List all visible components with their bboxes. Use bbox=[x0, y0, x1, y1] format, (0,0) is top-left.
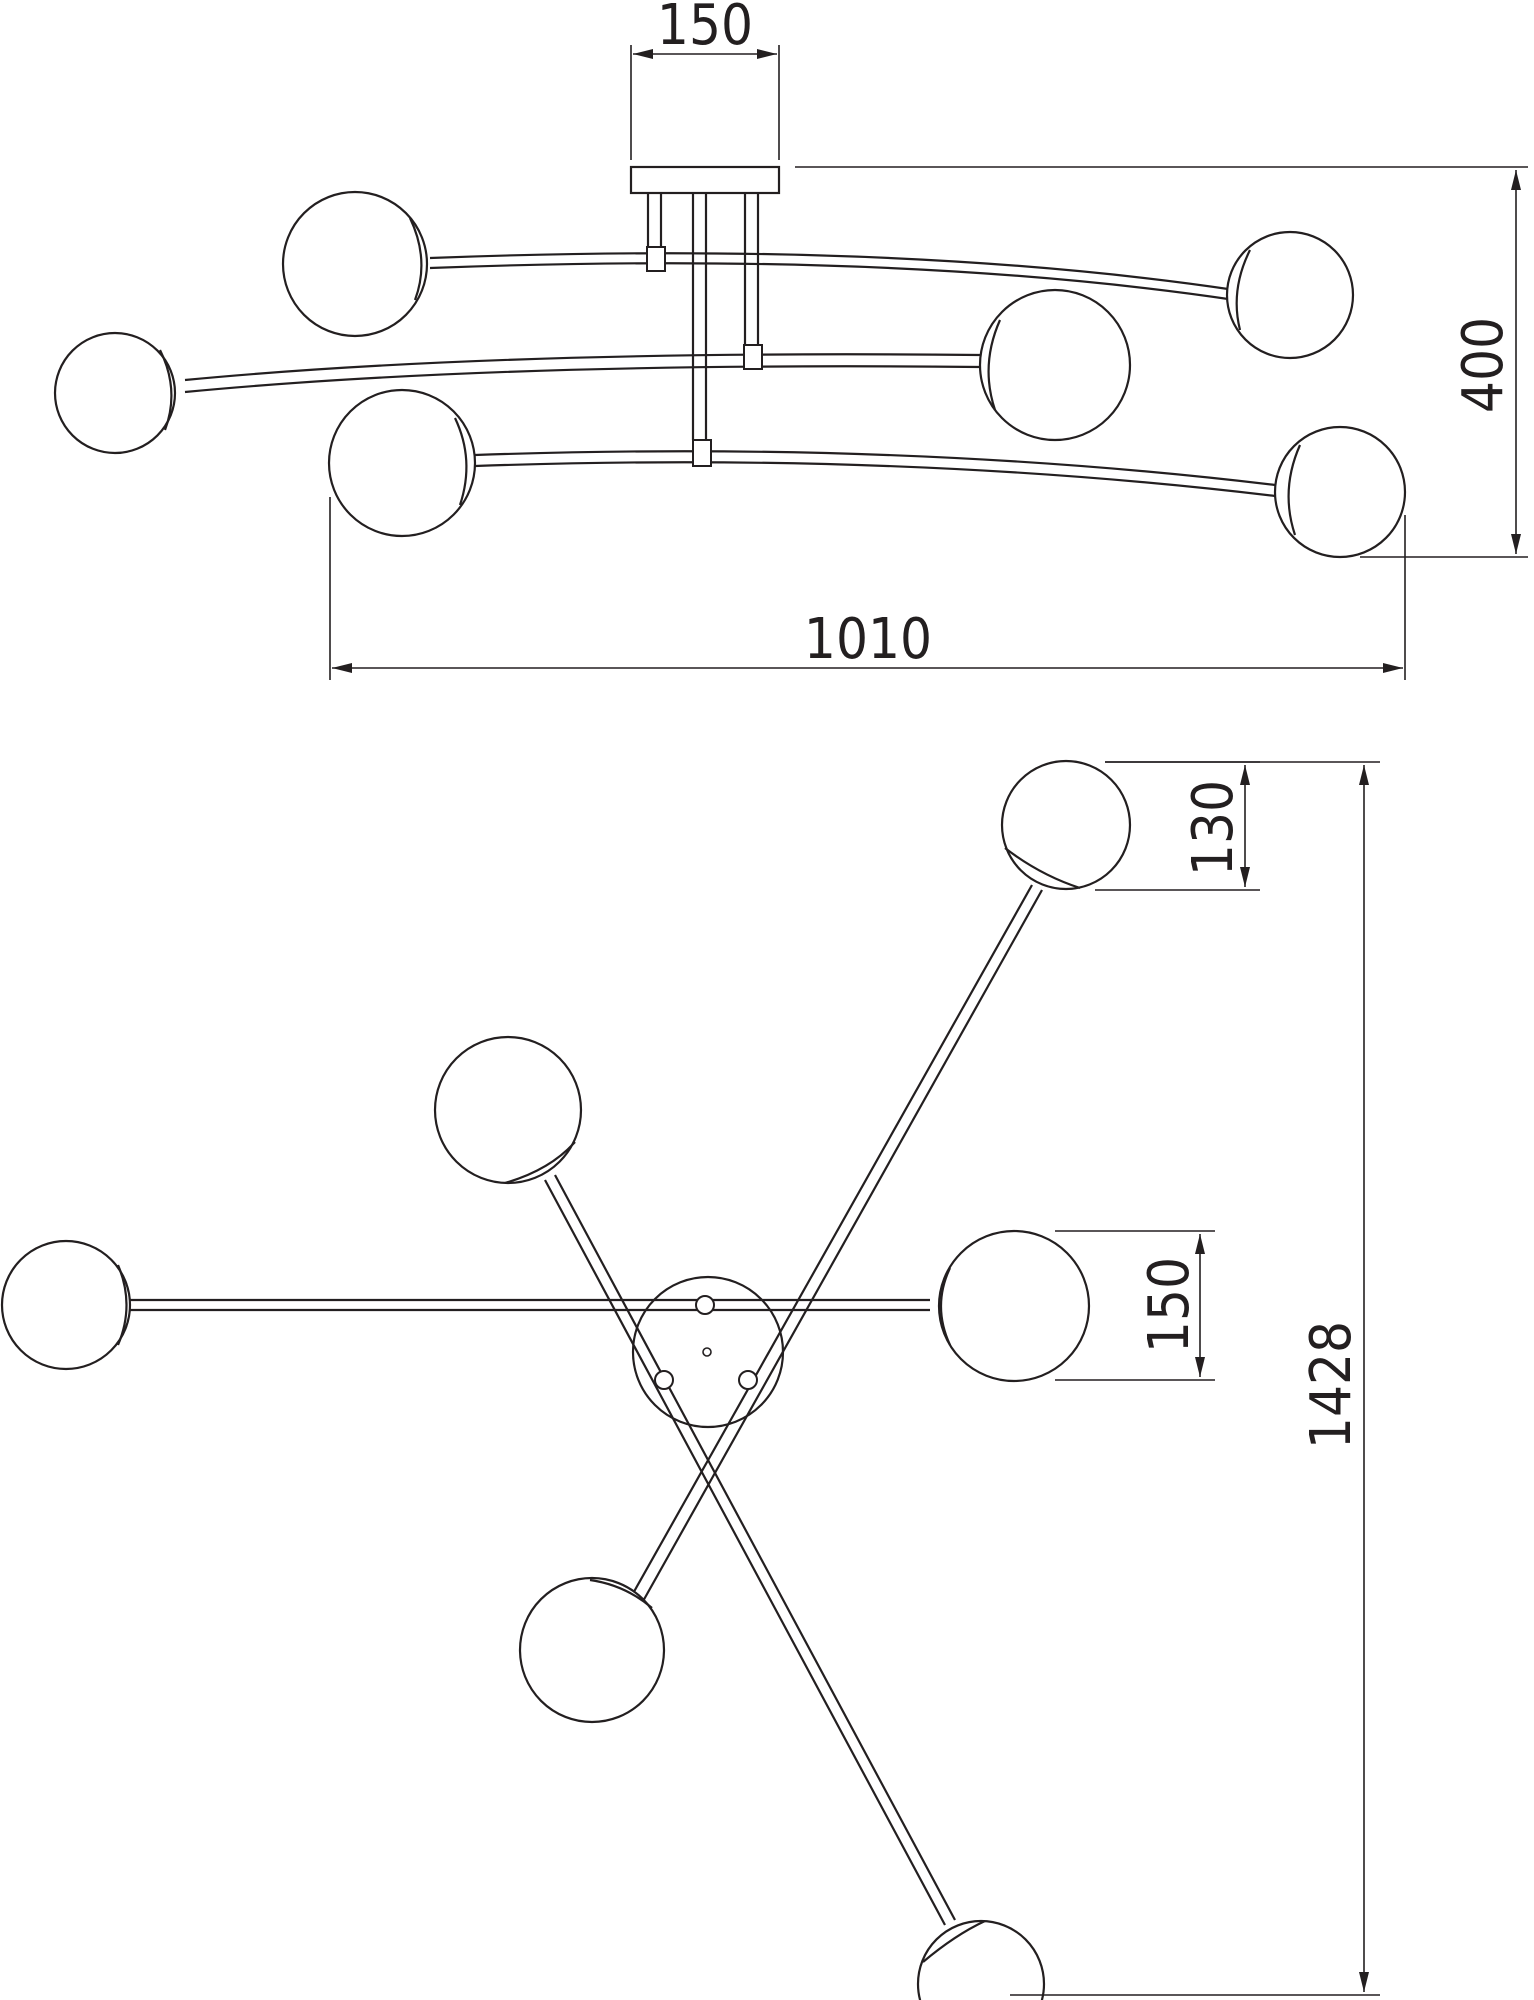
dim-mount-diameter: 150 bbox=[1055, 1230, 1215, 1381]
side-canopy bbox=[629, 165, 781, 195]
top-globe-bottom-right bbox=[916, 1919, 1046, 2000]
dim-label-150-side: 150 bbox=[657, 0, 753, 58]
top-view: 130 150 1428 bbox=[0, 759, 1380, 2000]
dim-side-mount-width: 150 bbox=[630, 0, 780, 160]
side-arm-top bbox=[281, 190, 1355, 360]
side-globe-5 bbox=[327, 388, 477, 538]
side-arm-bottom bbox=[327, 388, 1407, 559]
dim-side-width: 1010 bbox=[329, 497, 1406, 680]
top-arm-horizontal bbox=[0, 1229, 1091, 1383]
top-globe-upper-left bbox=[433, 1035, 583, 1185]
top-arm-diagonal-1 bbox=[518, 759, 1132, 1724]
dim-globe-diameter: 130 bbox=[1095, 761, 1260, 891]
top-globe-left bbox=[0, 1239, 132, 1371]
dim-label-400: 400 bbox=[1451, 317, 1516, 413]
dim-overall: 1428 bbox=[1010, 761, 1380, 1996]
side-arm-middle bbox=[53, 288, 1132, 455]
top-arm-diagonal-2 bbox=[433, 1035, 1046, 2000]
side-globe-2 bbox=[1225, 230, 1355, 360]
side-globe-3 bbox=[53, 331, 177, 455]
dim-label-130: 130 bbox=[1181, 780, 1246, 876]
canopy-hole bbox=[702, 1347, 712, 1357]
top-globe-top bbox=[1000, 759, 1132, 891]
top-globe-right bbox=[937, 1229, 1091, 1383]
top-globe-bottom-left bbox=[518, 1576, 666, 1724]
dim-label-1428: 1428 bbox=[1299, 1321, 1364, 1449]
side-globe-6 bbox=[1273, 425, 1407, 559]
side-view: 150 400 1010 bbox=[53, 0, 1528, 680]
side-rods bbox=[646, 193, 760, 440]
side-globe-4 bbox=[978, 288, 1132, 442]
dim-label-150-top: 150 bbox=[1137, 1257, 1202, 1353]
dim-side-height: 400 bbox=[795, 166, 1528, 558]
side-globe-1 bbox=[281, 190, 429, 338]
dim-label-1010: 1010 bbox=[804, 607, 932, 672]
